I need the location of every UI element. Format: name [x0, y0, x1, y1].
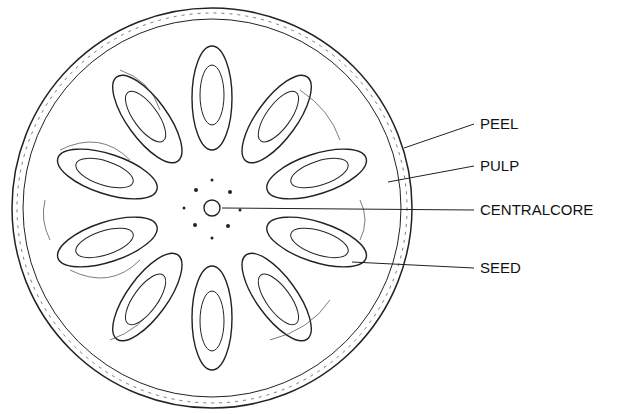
part-label: PEEL — [480, 115, 518, 133]
pulp-texture — [43, 70, 365, 340]
core-dots — [183, 179, 242, 240]
part-label: CENTRALCORE — [480, 201, 593, 219]
part-label: SEED — [480, 259, 521, 277]
part-label: PULP — [480, 157, 519, 175]
outer-peel — [12, 8, 412, 408]
leader-lines — [222, 124, 474, 268]
inner-peel — [23, 19, 401, 397]
central-core — [204, 200, 220, 216]
peel-texture — [17, 13, 407, 403]
seed-locules — [52, 46, 373, 370]
